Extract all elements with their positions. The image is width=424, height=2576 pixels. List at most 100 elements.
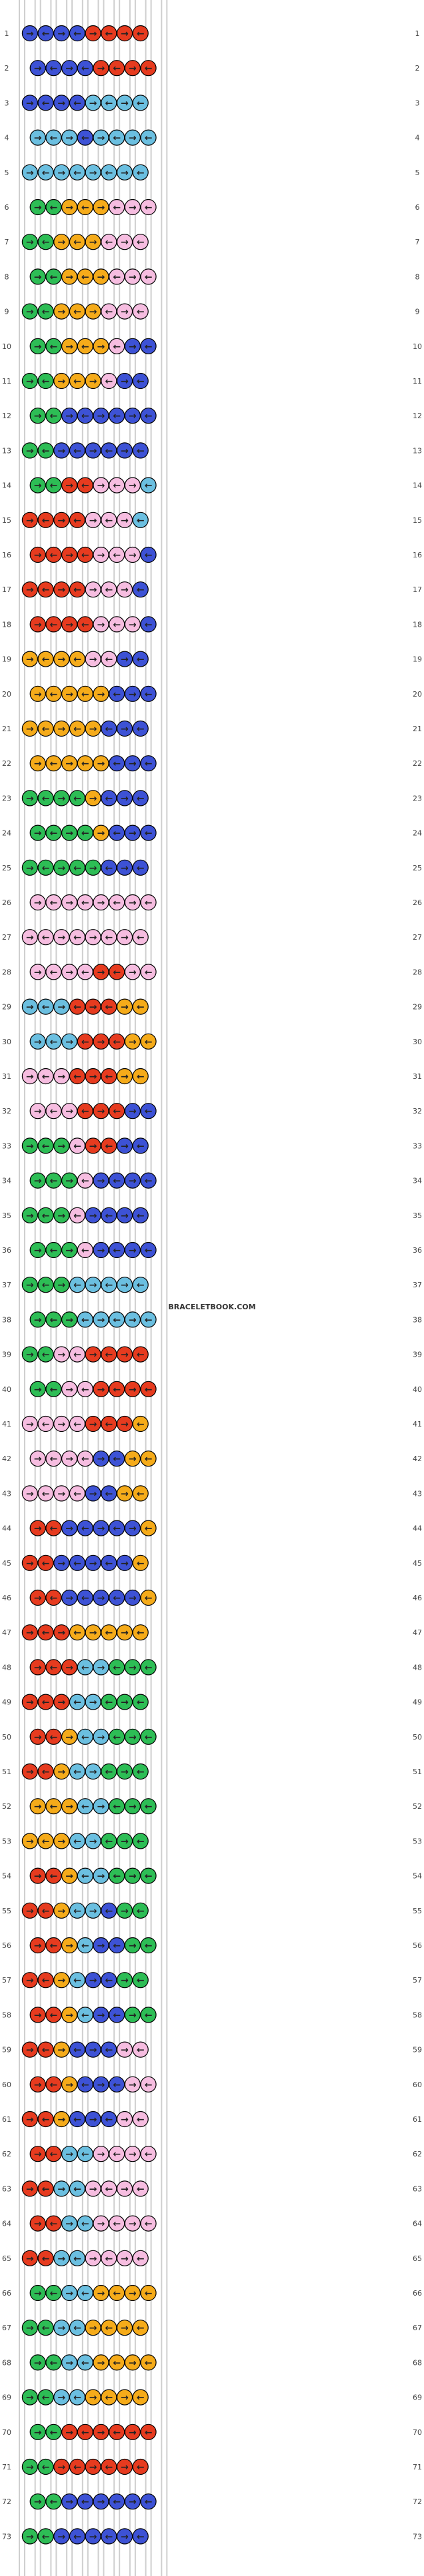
knot-circle: [29, 198, 46, 216]
knot-circle: [124, 685, 141, 702]
knot: ←: [140, 2076, 157, 2093]
knot: ←: [45, 1659, 62, 1676]
knot: →: [93, 1450, 109, 1467]
knot: ←: [109, 824, 125, 841]
knot-arrow-icon: ←: [81, 2358, 89, 2368]
knot-circle: [124, 1659, 141, 1676]
knot: →: [85, 929, 101, 946]
knot-circle: [77, 2423, 93, 2440]
knot: ←: [140, 1867, 157, 1884]
knot: →: [124, 2423, 141, 2440]
knot-circle: [29, 338, 46, 354]
row-label-left: 9: [5, 308, 9, 316]
knot-circle: [69, 2458, 86, 2475]
knot-circle: [140, 2284, 157, 2302]
knot-arrow-icon: ←: [137, 1488, 145, 1499]
knot: ←: [37, 164, 54, 180]
knot: →: [53, 720, 70, 737]
knot-arrow-icon: ←: [145, 1245, 153, 1256]
knot-circle: [101, 95, 117, 111]
row-label-left: 13: [2, 446, 11, 455]
knot: →: [29, 1103, 46, 1120]
knot-arrow-icon: →: [26, 2254, 34, 2264]
knot: →: [124, 2007, 141, 2023]
knot: ←: [77, 1520, 93, 1536]
knot: ←: [77, 2146, 93, 2162]
knot-arrow-icon: →: [57, 1211, 65, 1221]
knot-arrow-icon: ←: [81, 2149, 89, 2160]
knot-arrow-icon: →: [121, 2393, 129, 2404]
row-label-right: 15: [413, 516, 422, 525]
row-label-right: 65: [413, 2254, 422, 2263]
row-label-right: 26: [413, 898, 422, 907]
knot: ←: [109, 1033, 125, 1050]
knot: →: [93, 2076, 109, 2093]
knot: →: [85, 1624, 101, 1641]
knot: ←: [132, 1346, 149, 1363]
knot-circle: [132, 1346, 149, 1363]
knot: →: [116, 1902, 133, 1919]
knot: →: [85, 372, 101, 390]
knot-circle: [61, 408, 78, 424]
knot-circle: [53, 651, 70, 667]
knot-circle: [53, 929, 70, 946]
knot: →: [53, 2041, 70, 2058]
knot-circle: [21, 1833, 38, 1849]
knot-arrow-icon: →: [89, 307, 97, 318]
knot: ←: [101, 1277, 117, 1293]
knot-arrow-icon: ←: [105, 1767, 113, 1777]
knot-arrow-icon: →: [129, 2149, 137, 2160]
knot-circle: [29, 1520, 46, 1536]
knot: ←: [109, 198, 125, 216]
knot: →: [116, 2528, 133, 2545]
knot-circle: [53, 442, 70, 459]
knot: →: [53, 859, 70, 876]
knot-circle: [93, 824, 109, 841]
knot-arrow-icon: →: [34, 133, 42, 144]
knot: →: [21, 1833, 38, 1849]
knot: ←: [132, 998, 149, 1015]
knot-circle: [69, 95, 86, 111]
knot: →: [29, 2007, 46, 2023]
knot-circle: [101, 1137, 117, 1154]
knot-arrow-icon: ←: [42, 1002, 50, 1013]
knot: ←: [109, 1381, 125, 1397]
knot-arrow-icon: ←: [50, 1176, 58, 1187]
knot: →: [53, 1833, 70, 1849]
knot-arrow-icon: ←: [42, 1072, 50, 1082]
knot-arrow-icon: →: [121, 1419, 129, 1430]
row-label-left: 10: [2, 342, 11, 351]
row-label-left: 57: [2, 1976, 11, 1985]
knot-circle: [93, 1659, 109, 1676]
knot-arrow-icon: →: [129, 1871, 137, 1882]
knot-arrow-icon: ←: [81, 1732, 89, 1743]
knot-circle: [93, 1867, 109, 1884]
knot-arrow-icon: ←: [42, 1558, 50, 1569]
knot: →: [85, 1833, 101, 1849]
knot-circle: [61, 1450, 78, 1467]
knot: ←: [109, 477, 125, 493]
knot-circle: [37, 1415, 54, 1433]
knot: →: [61, 2076, 78, 2093]
knot: ←: [37, 1346, 54, 1363]
knot-arrow-icon: →: [65, 2080, 73, 2091]
knot-circle: [85, 25, 101, 42]
knot: ←: [109, 2493, 125, 2510]
knot-circle: [37, 790, 54, 806]
knot: →: [53, 929, 70, 946]
knot-arrow-icon: →: [97, 342, 105, 352]
knot-circle: [101, 442, 117, 459]
knot-arrow-icon: →: [26, 237, 34, 248]
knot-circle: [140, 1450, 157, 1467]
knot: ←: [101, 1972, 117, 1989]
knot: ←: [37, 1694, 54, 1710]
knot: ←: [140, 1937, 157, 1954]
knot-arrow-icon: ←: [113, 828, 121, 839]
knot-circle: [109, 1589, 125, 1606]
knot: →: [29, 2423, 46, 2440]
knot-arrow-icon: ←: [145, 1524, 153, 1534]
knot-circle: [132, 442, 149, 459]
knot-circle: [124, 964, 141, 980]
knot-arrow-icon: →: [34, 967, 42, 978]
knot: ←: [109, 1241, 125, 1259]
